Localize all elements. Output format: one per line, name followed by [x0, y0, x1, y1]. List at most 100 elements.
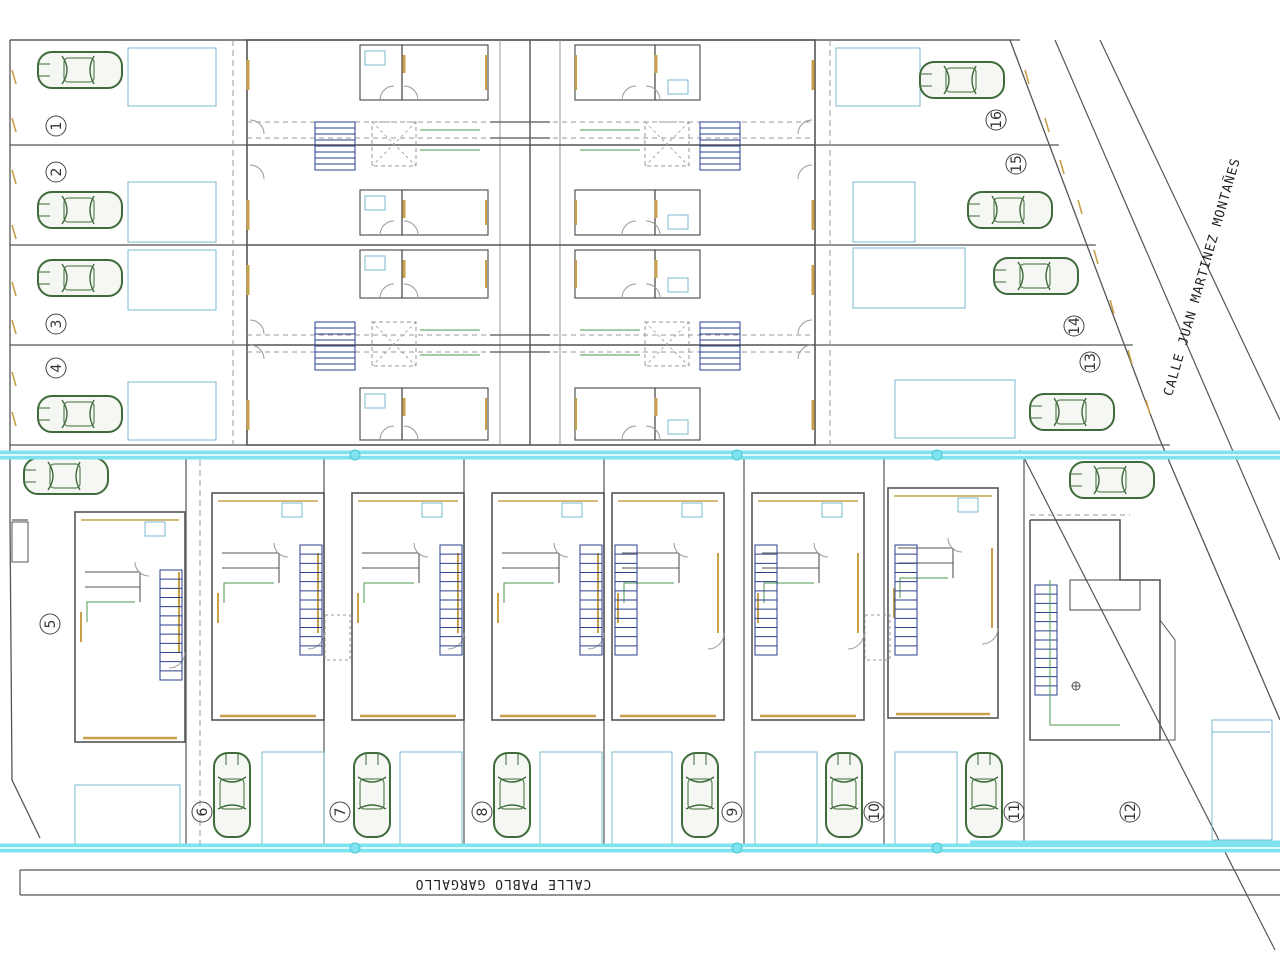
gate	[11, 371, 17, 387]
room-wall	[401, 44, 489, 101]
car-windshield	[47, 461, 81, 491]
garden-bed	[754, 751, 818, 845]
door-swing	[797, 319, 813, 335]
car-roof	[687, 778, 713, 810]
car-windshield	[61, 195, 95, 225]
lot-label-1: 1	[49, 122, 65, 131]
house-block-top	[246, 39, 816, 446]
door-swing	[645, 85, 661, 101]
washbasin	[561, 502, 583, 518]
lot-label-7: 7	[333, 808, 349, 817]
washbasin	[957, 497, 979, 513]
room-wall	[574, 249, 656, 299]
pipe-junction	[931, 449, 943, 461]
car-roof	[945, 67, 977, 93]
stair	[614, 544, 638, 656]
stair	[699, 121, 741, 171]
pipe-junction	[731, 842, 743, 854]
stair	[699, 321, 741, 371]
garden-bed	[399, 751, 463, 845]
room-wall	[574, 387, 656, 441]
car-body	[37, 51, 123, 89]
garden-bed	[894, 751, 958, 845]
stair-landing	[371, 121, 417, 167]
car-roof	[1095, 467, 1127, 493]
door-swing	[249, 344, 265, 360]
door-swing	[797, 119, 813, 135]
stair	[894, 544, 918, 656]
washbasin	[681, 502, 703, 518]
car-body	[967, 191, 1053, 229]
gate	[1093, 249, 1099, 265]
house-outline	[887, 487, 999, 719]
car-body	[23, 457, 109, 495]
room-wall	[654, 387, 701, 441]
service-line	[899, 577, 948, 598]
lot-labels: 1 2 3 4 5 6 7 8 9 10 11 12 13 14 15 16	[39, 109, 1141, 823]
room-wall	[654, 189, 701, 236]
car-roof	[63, 401, 95, 427]
door-swing	[249, 119, 265, 135]
pool	[127, 181, 217, 243]
pipe-junction	[349, 449, 361, 461]
car-body	[1069, 461, 1155, 499]
car-symbol	[353, 752, 391, 838]
door-swing	[379, 220, 395, 236]
stair	[159, 569, 183, 681]
house-outline	[211, 492, 325, 721]
stair-landing	[644, 321, 690, 367]
stair-landing	[644, 321, 690, 367]
plan-linework	[9, 39, 1280, 951]
door-swing	[981, 627, 999, 645]
gate	[1109, 299, 1115, 315]
room-wall	[359, 387, 403, 441]
door-swing	[587, 632, 605, 650]
car-windshield	[1017, 261, 1051, 291]
garden-bed	[539, 751, 603, 845]
lot-label-2: 2	[49, 168, 65, 177]
room-wall	[401, 189, 489, 236]
car-body	[353, 752, 391, 838]
room-wall	[654, 249, 701, 299]
car-symbol	[37, 395, 123, 433]
service-line	[503, 582, 554, 603]
car-windshield	[61, 55, 95, 85]
house-outline	[751, 492, 865, 721]
pool	[127, 249, 217, 311]
car-symbol	[993, 257, 1079, 295]
room-wall	[574, 44, 656, 101]
gate	[1077, 199, 1083, 215]
garden-bed	[611, 751, 673, 845]
street-edge	[1054, 39, 1280, 561]
car-body	[965, 752, 1003, 838]
car-body	[37, 259, 123, 297]
street-edge	[1099, 39, 1280, 421]
street-label-bottom: CALLE PABLO GARGALLO	[415, 876, 592, 891]
door-swing	[379, 85, 395, 101]
street-edge	[1019, 449, 1276, 951]
room-wall	[401, 249, 489, 299]
door-swing	[621, 220, 637, 236]
gate	[11, 411, 17, 427]
car-body	[681, 752, 719, 838]
washbasin	[364, 255, 386, 271]
lot-label-4: 4	[49, 363, 65, 372]
stair-landing	[324, 614, 351, 661]
door-swing	[645, 425, 661, 441]
door-swing	[134, 561, 150, 577]
gate	[1024, 69, 1030, 85]
gate	[11, 224, 17, 240]
stair	[299, 544, 323, 656]
washbasin	[364, 393, 386, 409]
washbasin	[144, 521, 166, 537]
car-body	[825, 752, 863, 838]
gate	[1044, 117, 1050, 133]
gate	[11, 319, 17, 335]
house-outline	[1029, 519, 1161, 741]
gate	[1059, 159, 1065, 175]
car-windshield	[969, 776, 999, 810]
lot-label-11: 11	[1007, 803, 1023, 821]
car-roof	[359, 778, 385, 810]
gate	[11, 281, 17, 297]
room-wall	[359, 249, 403, 299]
